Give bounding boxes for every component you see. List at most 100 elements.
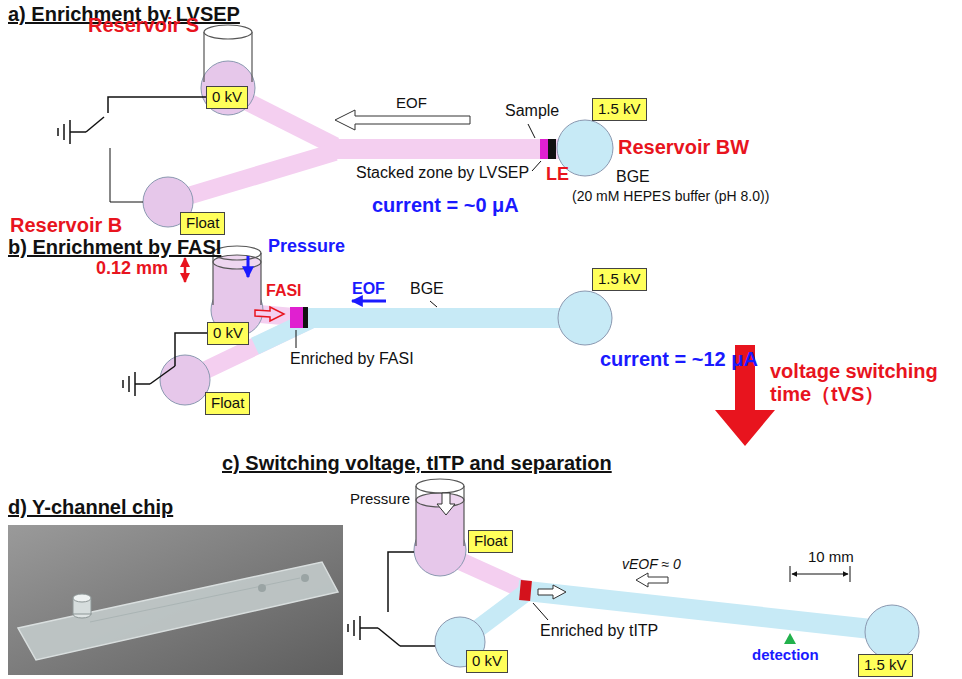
ground-switch <box>400 645 435 647</box>
channel <box>300 308 582 328</box>
text-label: Reservoir S <box>88 14 199 37</box>
channel <box>290 307 303 328</box>
label-text: current = ~12 μA <box>600 348 758 370</box>
detector-mark <box>784 633 796 644</box>
channel <box>440 552 880 642</box>
voltage-box: Float <box>205 392 250 415</box>
height-arrow <box>185 258 186 282</box>
text-label: Enriched by FASI <box>290 350 414 368</box>
voltage-box: 1.5 kV <box>858 654 913 677</box>
leader-line <box>528 124 535 138</box>
ground-switch <box>110 148 143 202</box>
text-label: c) Switching voltage, tITP and separatio… <box>222 452 612 475</box>
label-text: vEOF ≈ 0 <box>622 556 681 572</box>
text-label: current = ~12 μA <box>600 348 758 371</box>
ground-switch <box>58 97 206 202</box>
ground-switch <box>108 97 206 113</box>
ground-switch <box>57 128 59 136</box>
text-label: Stacked zone by LVSEP <box>356 164 529 182</box>
leader-line <box>296 301 437 348</box>
ground-switch <box>353 620 355 636</box>
ground-switch <box>122 380 124 388</box>
voltage-text: 0 kV <box>212 88 242 105</box>
pressure-arrow <box>248 256 249 277</box>
label-text: 10 mm <box>808 548 854 565</box>
chip-photo <box>18 562 338 660</box>
flow-arrow <box>538 585 566 599</box>
text-label: BGE <box>616 168 650 186</box>
cylinder <box>204 25 252 82</box>
chip-photo <box>90 578 300 622</box>
reservoir <box>414 524 919 667</box>
cylinder <box>416 479 464 493</box>
label-text: current = ~0 μA <box>372 194 519 216</box>
voltage-box: 0 kV <box>206 86 248 109</box>
text-label: (20 mM HEPES buffer (pH 8.0)) <box>572 188 769 204</box>
ground-switch <box>70 131 86 133</box>
label-text: BGE <box>616 168 650 185</box>
text-label: detection <box>752 646 819 663</box>
text-label: d) Y-channel chip <box>8 496 173 519</box>
text-label: Reservoir B <box>10 214 122 237</box>
voltage-box: Float <box>180 212 225 235</box>
voltage-text: Float <box>474 532 507 549</box>
eof-arrow <box>352 300 386 303</box>
dimension-line <box>850 566 851 582</box>
label-text: d) Y-channel chip <box>8 496 173 518</box>
reservoir <box>201 61 255 115</box>
cylinder <box>213 253 261 305</box>
leader-line <box>533 603 548 620</box>
text-label: b) Enrichment by FASI <box>8 236 221 259</box>
channel <box>303 307 308 328</box>
chip-photo <box>301 574 309 582</box>
text-label: voltage switching time（tVS） <box>770 360 950 406</box>
dimension-line <box>790 566 850 582</box>
ground-switch <box>360 627 378 629</box>
fasi-arrow <box>255 307 284 321</box>
label-text: LE <box>546 164 569 184</box>
channel <box>325 139 580 159</box>
voltage-text: 1.5 kV <box>598 100 641 117</box>
label-text: Enriched by tITP <box>540 622 658 639</box>
text-label: Reservoir BW <box>618 136 749 159</box>
voltage-box: 1.5 kV <box>592 268 647 291</box>
eof-arrow <box>335 110 470 130</box>
voltage-text: 1.5 kV <box>598 270 641 287</box>
label-text: b) Enrichment by FASI <box>8 236 221 258</box>
pressure-arrow <box>437 493 455 515</box>
ground-switch <box>135 383 150 385</box>
channel <box>520 590 531 591</box>
ground-switch <box>348 552 435 646</box>
text-label: 0.12 mm <box>96 258 168 279</box>
ground-switch <box>63 124 65 140</box>
fasi-arrow <box>255 307 284 321</box>
voltage-box: Float <box>468 530 513 553</box>
pressure-arrow <box>437 493 455 515</box>
channel <box>540 139 548 159</box>
cylinder <box>416 486 464 546</box>
voltage-text: Float <box>186 214 219 231</box>
label-text: 0.12 mm <box>96 258 168 278</box>
label-text: FASI <box>266 282 302 299</box>
channel <box>168 152 335 202</box>
reservoir <box>160 355 210 405</box>
label-text: Stacked zone by LVSEP <box>356 164 529 181</box>
label-text: EOF <box>396 94 427 111</box>
label-text: (20 mM HEPES buffer (pH 8.0)) <box>572 188 769 204</box>
text-label: vEOF ≈ 0 <box>622 556 681 572</box>
label-text: BGE <box>410 280 444 297</box>
ground-switch <box>150 366 175 384</box>
voltage-text: 0 kV <box>213 324 243 341</box>
reservoir <box>143 61 613 227</box>
chip-photo <box>73 594 91 602</box>
text-label: Enriched by tITP <box>540 622 658 640</box>
text-label: Pressure <box>350 490 410 507</box>
flow-arrow <box>636 573 668 587</box>
leader-line <box>296 330 297 348</box>
label-text: c) Switching voltage, tITP and separatio… <box>222 452 612 474</box>
detector-mark <box>784 633 796 644</box>
voltage-text: Float <box>211 394 244 411</box>
label-text: Reservoir B <box>10 214 122 236</box>
dimension-line <box>792 574 848 575</box>
